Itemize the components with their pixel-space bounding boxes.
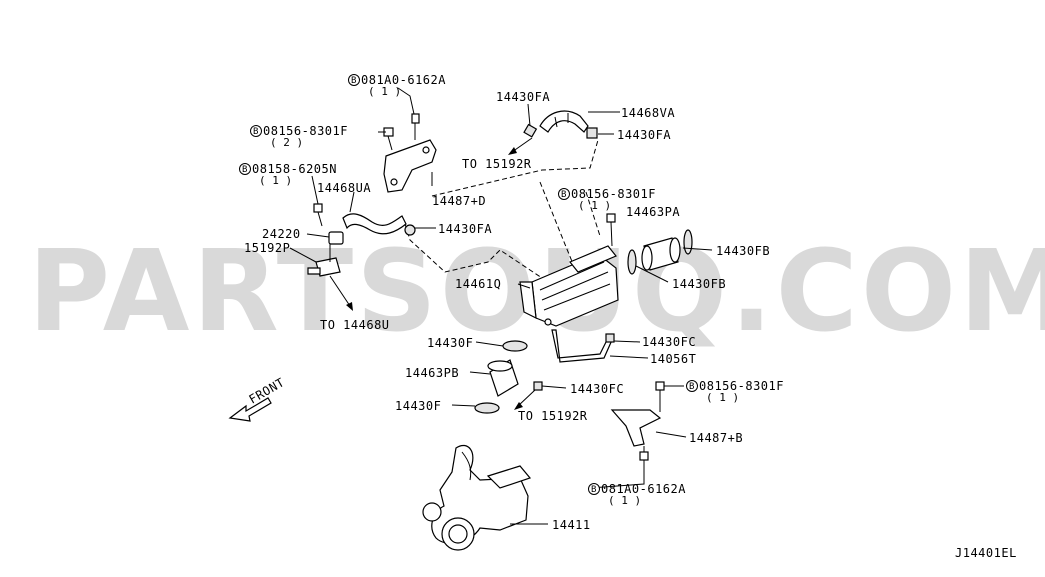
bolt-marker-letter: B [561,190,566,200]
label-14487b: 14487+B [689,431,743,445]
label-14056t: 14056T [650,352,696,366]
bolt-marker-letter: B [591,485,596,495]
label-14463pa: 14463PA [626,205,680,219]
label-14430fa-top: 14430FA [496,90,550,104]
clamp-14430fb-low [627,249,637,275]
arrow-to-15192r-low [517,389,536,407]
label-08156-left: 08156-8301F [263,124,348,138]
qty-08156-right: ( 1 ) [706,391,739,404]
label-14430f-b: 14430F [395,399,441,413]
clamp-14430fa-top [523,123,538,138]
bolt-marker-letter: B [242,165,247,175]
arrow-to-14468u [329,275,351,307]
clamp-14430fc-b [533,381,543,391]
clamp-14430fa-mid [586,127,598,139]
label-14430fa-mid: 14430FA [617,128,671,142]
label-08156-right: 08156-8301F [699,379,784,393]
bolt-marker-icon [348,74,360,86]
bolt-marker-letter: B [351,76,356,86]
label-to-15192r-top: TO 15192R [462,157,532,171]
leader-lines [289,87,713,525]
label-14430fa-left: 14430FA [438,222,492,236]
bracket-14487d [383,139,437,193]
front-arrow [228,397,272,422]
qty-081a0-low: ( 1 ) [608,494,641,507]
turbocharger-14411 [422,444,532,551]
bolt-marker-icon [588,483,600,495]
qty-081a0-top: ( 1 ) [368,85,401,98]
bolt-mid [606,213,616,247]
bolt-marker-letter: B [253,127,258,137]
bolt-marker-icon [686,380,698,392]
bolt-marker-icon [239,163,251,175]
hose-14468ua [342,213,407,235]
label-24220: 24220 [262,227,301,241]
label-14430fc-b: 14430FC [570,382,624,396]
bracket-14487b [610,381,665,461]
qty-08158: ( 1 ) [259,174,292,187]
route-line-a [431,139,599,197]
bolt-top [411,113,420,140]
label-14430fb-low: 14430FB [672,277,726,291]
egr-cooler-14461q [519,245,619,327]
label-to-15192r-low: TO 15192R [518,409,588,423]
clamp-14430fc-a [605,333,615,343]
label-14430fb-right: 14430FB [716,244,770,258]
label-14468ua: 14468UA [317,181,371,195]
label-14411: 14411 [552,518,591,532]
arrowhead-low [514,402,523,410]
arrowhead-top [508,147,517,155]
qty-08156-left: ( 2 ) [270,136,303,149]
label-14461q: 14461Q [455,277,501,291]
bolt-08158 [313,203,323,227]
sensor-15192p [307,231,344,277]
arrowhead-14468u [346,302,353,311]
label-15192p: 15192P [244,241,290,255]
hose-14463pb [487,359,519,397]
bolt-marker-icon [250,125,262,137]
bolt-marker-letter: B [689,382,694,392]
clamp-14430f-b [474,402,500,414]
label-14430f-a: 14430F [427,336,473,350]
clamp-14430fa-left [404,224,416,236]
label-08158: 08158-6205N [252,162,337,176]
hose-14468va [539,110,589,133]
diagram-code: J14401EL [955,546,1017,560]
label-14468va: 14468VA [621,106,675,120]
label-to-14468u: TO 14468U [320,318,390,332]
bolt-left [383,127,394,151]
label-081a0-top: 081A0-6162A [361,73,446,87]
bolt-marker-icon [558,188,570,200]
clamp-14430f-a [502,340,528,352]
clamp-14430fb-right [683,229,693,255]
label-14430fc-a: 14430FC [642,335,696,349]
qty-08156-mid: ( 1 ) [578,199,611,212]
hose-14463pa [641,237,681,271]
label-08156-mid: 08156-8301F [571,187,656,201]
label-14487d: 14487+D [432,194,486,208]
label-081a0-low: 081A0-6162A [601,482,686,496]
label-14463pb: 14463PB [405,366,459,380]
